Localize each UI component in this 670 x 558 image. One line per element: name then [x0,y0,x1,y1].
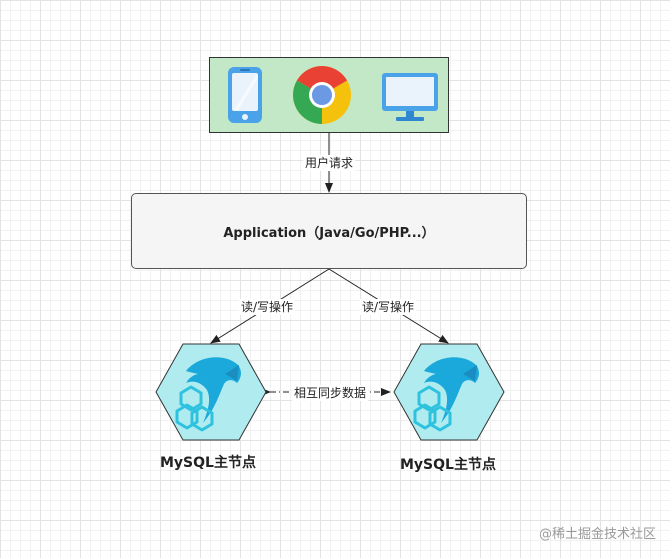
mysql-node-left-title: MySQL主节点 [160,455,256,471]
user-request-label: 用户请求 [303,155,356,171]
application-box: Application（Java/Go/PHP...） [131,193,527,269]
mysql-dolphin-icon [424,357,479,423]
desktop-monitor-icon [382,73,438,121]
smartphone-icon [228,67,262,123]
application-label: Application（Java/Go/PHP...） [223,225,435,241]
clients-box [209,57,449,133]
watermark: @稀土掘金技术社区 [538,527,656,542]
read-write-label-left: 读/写操作 [239,299,296,315]
mysql-node-right-title: MySQL主节点 [400,457,496,473]
chrome-browser-icon [293,66,351,124]
sync-label: 相互同步数据 [292,385,369,401]
read-write-label-right: 读/写操作 [360,299,417,315]
mysql-node-right [393,343,505,441]
mysql-node-left [155,343,267,441]
mysql-dolphin-icon [186,357,241,423]
